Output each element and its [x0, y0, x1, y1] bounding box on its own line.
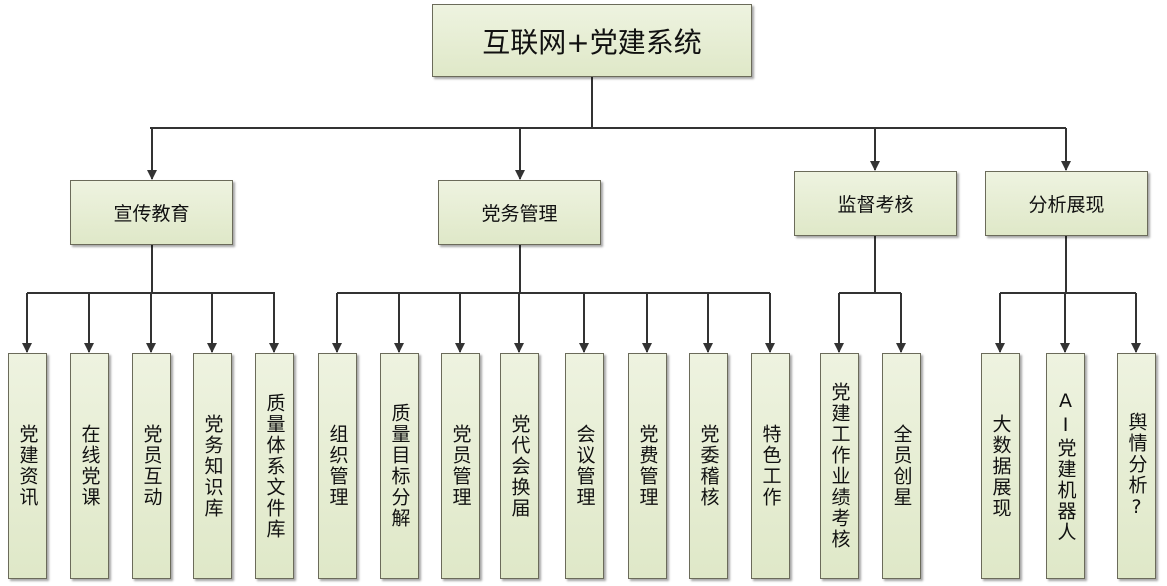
leaf-node: 舆情分析?	[1117, 353, 1156, 579]
leaf-node: 党员管理	[441, 353, 480, 579]
leaf-node: 党委稽核	[689, 353, 728, 579]
leaf-label: 在线党课	[78, 424, 101, 508]
leaf-node: 在线党课	[70, 353, 109, 579]
leaf-label: 党建资讯	[16, 424, 39, 508]
category-label: 监督考核	[837, 194, 914, 216]
leaf-label: 质量体系文件库	[263, 392, 286, 540]
category-label: 宣传教育	[113, 203, 190, 225]
root-node: 互联网+党建系统	[432, 4, 752, 77]
leaf-label: 党员互动	[140, 424, 163, 508]
category-node-party-affairs: 党务管理	[438, 180, 601, 245]
leaf-label: 质量目标分解	[388, 403, 411, 529]
leaf-node: 组织管理	[318, 353, 357, 579]
leaf-node: 大数据展现	[981, 353, 1020, 579]
leaf-label: 党委稽核	[697, 424, 720, 508]
leaf-label: 舆情分析?	[1125, 412, 1148, 520]
category-node-supervision: 监督考核	[794, 171, 957, 236]
leaf-node: 会议管理	[565, 353, 604, 579]
leaf-label: 全员创星	[890, 424, 913, 508]
category-label: 分析展现	[1028, 194, 1105, 216]
leaf-node: AI党建机器人	[1046, 353, 1085, 579]
leaf-node: 特色工作	[751, 353, 790, 579]
leaf-label: 组织管理	[326, 424, 349, 508]
leaf-label: 党代会换届	[508, 413, 531, 519]
leaf-node: 党员互动	[132, 353, 171, 579]
leaf-node: 全员创星	[882, 353, 921, 579]
leaf-node: 党费管理	[628, 353, 667, 579]
leaf-node: 质量体系文件库	[255, 353, 294, 579]
leaf-label: 党务知识库	[201, 413, 224, 519]
leaf-node: 党建资讯	[8, 353, 47, 579]
leaf-label: AI党建机器人	[1054, 389, 1077, 543]
category-label: 党务管理	[481, 203, 558, 225]
category-node-propaganda: 宣传教育	[70, 180, 233, 245]
leaf-node: 党代会换届	[500, 353, 539, 579]
leaf-node: 党建工作业绩考核	[820, 353, 859, 579]
category-node-analysis: 分析展现	[985, 171, 1148, 236]
leaf-label: 会议管理	[573, 424, 596, 508]
leaf-label: 特色工作	[759, 424, 782, 508]
leaf-label: 党费管理	[636, 424, 659, 508]
leaf-node: 党务知识库	[193, 353, 232, 579]
leaf-node: 质量目标分解	[380, 353, 419, 579]
leaf-label: 大数据展现	[989, 413, 1012, 519]
root-label: 互联网+党建系统	[482, 25, 702, 59]
leaf-label: 党建工作业绩考核	[828, 382, 851, 550]
leaf-label: 党员管理	[449, 424, 472, 508]
